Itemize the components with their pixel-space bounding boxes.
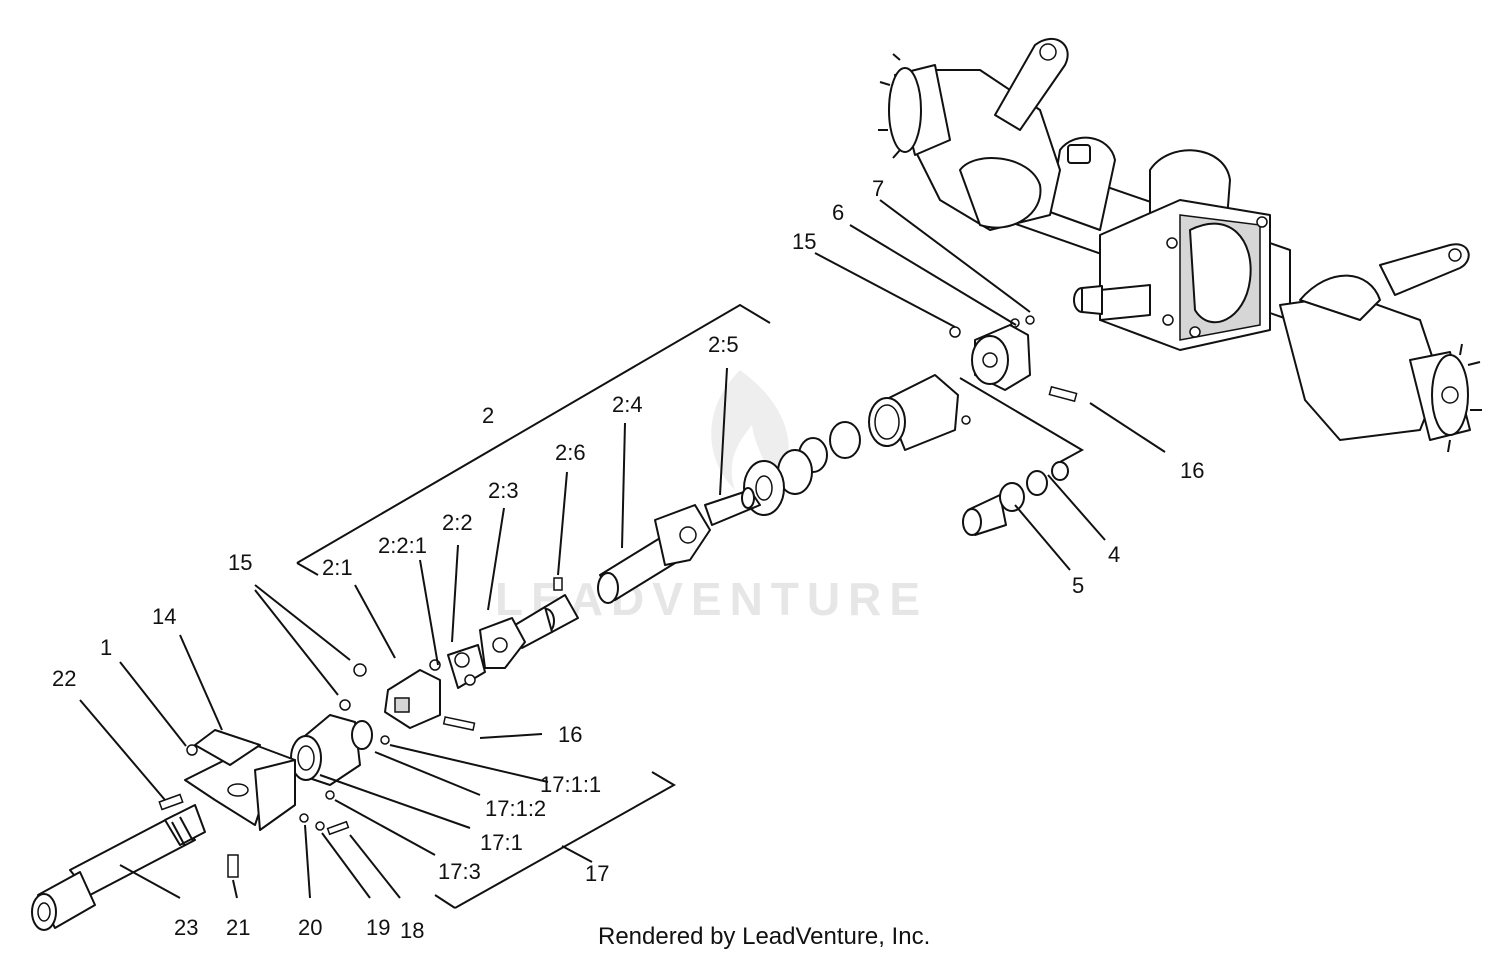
bearing-flange	[290, 699, 373, 836]
callout-21: 21	[226, 915, 250, 940]
callout-17: 17	[585, 861, 609, 886]
axle-flange	[949, 315, 1078, 425]
callout-4: 4	[1108, 542, 1120, 567]
callout-7: 7	[872, 176, 884, 201]
group-brackets	[296, 303, 1085, 909]
callout-2-1: 2:1	[322, 555, 353, 580]
callout-16-upper: 16	[1180, 458, 1204, 483]
leader-lines	[79, 199, 1166, 899]
callout-19: 19	[366, 915, 390, 940]
footer-credit: Rendered by LeadVenture, Inc.	[598, 923, 930, 950]
callout-17-1-1: 17:1:1	[540, 772, 601, 797]
washer-set	[962, 461, 1069, 536]
callout-14: 14	[152, 604, 176, 629]
axle-assembly	[878, 38, 1482, 453]
callout-20: 20	[298, 915, 322, 940]
callout-16-lower: 16	[558, 722, 582, 747]
callout-2-2-1: 2:2:1	[378, 533, 427, 558]
bearing-sleeve	[743, 374, 959, 516]
callout-18: 18	[400, 918, 424, 943]
output-shaft	[31, 804, 206, 931]
callout-5: 5	[1072, 573, 1084, 598]
callout-labels: 1 2 2:1 2:2 2:2:1 2:3 2:4 2:5 2:6 4 5 6 …	[52, 176, 1204, 943]
callout-2: 2	[482, 403, 494, 428]
callout-2-3: 2:3	[488, 478, 519, 503]
callout-17-1-2: 17:1:2	[485, 796, 546, 821]
callout-2-6: 2:6	[555, 440, 586, 465]
drive-shaft	[353, 487, 761, 745]
callout-1: 1	[100, 635, 112, 660]
callout-15-lower: 15	[228, 550, 252, 575]
callout-2-2: 2:2	[442, 510, 473, 535]
callout-17-3: 17:3	[438, 859, 481, 884]
mounting-bracket	[158, 729, 296, 878]
callout-17-1: 17:1	[480, 830, 523, 855]
callout-2-5: 2:5	[708, 332, 739, 357]
callout-6: 6	[832, 200, 844, 225]
callout-2-4: 2:4	[612, 392, 643, 417]
callout-15-upper: 15	[792, 229, 816, 254]
callout-22: 22	[52, 666, 76, 691]
callout-23: 23	[174, 915, 198, 940]
